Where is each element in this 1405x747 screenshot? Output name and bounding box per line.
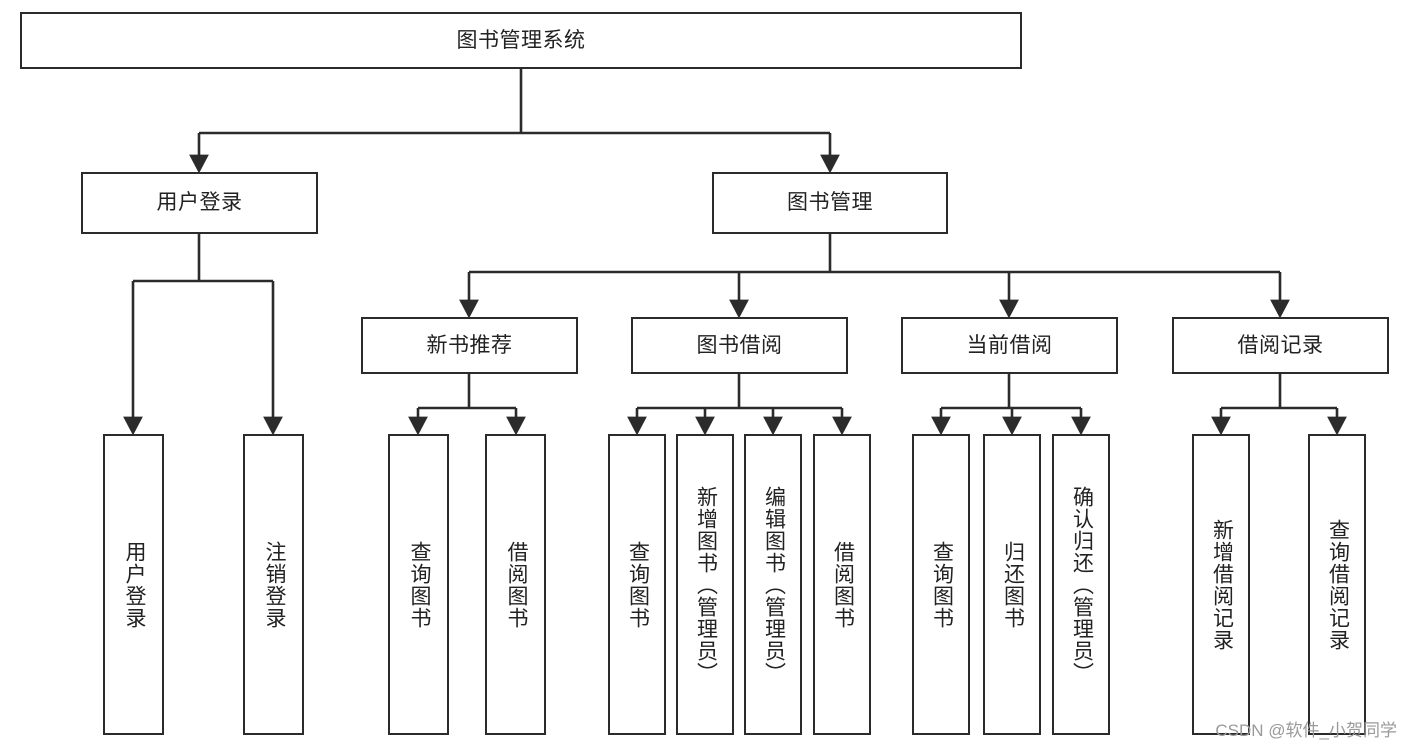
- node-book-manage-label: 图书管理: [787, 191, 873, 215]
- node-leaf-logout-label: 注销登录: [262, 540, 286, 629]
- node-leaf-add-borrow-record[interactable]: 新增借阅记录: [1192, 434, 1250, 735]
- node-current-borrow[interactable]: 当前借阅: [901, 317, 1118, 374]
- node-leaf-edit-book-admin-label: 编辑图书（管理员）: [762, 485, 786, 684]
- node-leaf-query-book-1-label: 查询图书: [407, 540, 431, 629]
- node-root[interactable]: 图书管理系统: [20, 12, 1022, 69]
- node-leaf-query-borrow-record[interactable]: 查询借阅记录: [1308, 434, 1366, 735]
- node-leaf-user-login[interactable]: 用户登录: [103, 434, 164, 735]
- node-leaf-confirm-return-admin-label: 确认归还（管理员）: [1070, 485, 1094, 684]
- node-book-borrow-label: 图书借阅: [696, 333, 783, 357]
- node-leaf-add-book-admin[interactable]: 新增图书（管理员）: [676, 434, 734, 735]
- node-leaf-add-borrow-record-label: 新增借阅记录: [1210, 518, 1234, 651]
- node-user-login[interactable]: 用户登录: [81, 172, 318, 234]
- node-leaf-add-book-admin-label: 新增图书（管理员）: [694, 485, 718, 684]
- csdn-watermark: CSDN @软件_小贺同学: [1215, 721, 1397, 740]
- node-user-login-label: 用户登录: [156, 191, 243, 215]
- node-leaf-query-book-2-label: 查询图书: [626, 540, 650, 629]
- node-new-book-recommend[interactable]: 新书推荐: [361, 317, 578, 374]
- node-leaf-borrow-book-1[interactable]: 借阅图书: [485, 434, 546, 735]
- node-leaf-borrow-book-1-label: 借阅图书: [504, 540, 528, 629]
- node-leaf-user-login-label: 用户登录: [122, 540, 146, 629]
- node-new-book-recommend-label: 新书推荐: [426, 333, 513, 357]
- node-leaf-query-book-1[interactable]: 查询图书: [388, 434, 449, 735]
- node-borrow-record-label: 借阅记录: [1237, 333, 1324, 357]
- node-leaf-query-book-3[interactable]: 查询图书: [912, 434, 970, 735]
- node-leaf-return-book-label: 归还图书: [1001, 540, 1025, 629]
- node-borrow-record[interactable]: 借阅记录: [1172, 317, 1389, 374]
- node-leaf-confirm-return-admin[interactable]: 确认归还（管理员）: [1052, 434, 1110, 735]
- node-leaf-logout[interactable]: 注销登录: [243, 434, 304, 735]
- node-leaf-edit-book-admin[interactable]: 编辑图书（管理员）: [744, 434, 802, 735]
- node-leaf-query-book-3-label: 查询图书: [930, 540, 954, 629]
- node-leaf-query-book-2[interactable]: 查询图书: [608, 434, 666, 735]
- node-root-label: 图书管理系统: [456, 28, 586, 52]
- node-book-manage[interactable]: 图书管理: [712, 172, 948, 234]
- node-current-borrow-label: 当前借阅: [966, 333, 1053, 357]
- node-book-borrow[interactable]: 图书借阅: [631, 317, 848, 374]
- node-leaf-return-book[interactable]: 归还图书: [983, 434, 1041, 735]
- node-leaf-borrow-book-2-label: 借阅图书: [831, 540, 855, 629]
- node-leaf-borrow-book-2[interactable]: 借阅图书: [813, 434, 871, 735]
- node-leaf-query-borrow-record-label: 查询借阅记录: [1326, 518, 1350, 651]
